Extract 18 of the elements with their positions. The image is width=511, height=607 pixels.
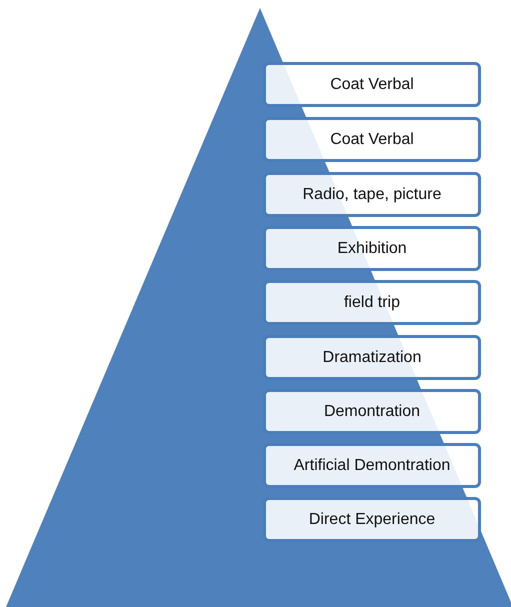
level-box (263, 389, 481, 434)
level-label: Dramatization (322, 348, 422, 366)
level-box (263, 172, 481, 217)
level-box (263, 117, 481, 162)
level-label: Coat Verbal (330, 76, 414, 94)
level-label: Artificial Demontration (294, 456, 450, 474)
level-box (263, 62, 481, 107)
level-box (263, 443, 481, 488)
level-box (263, 226, 481, 271)
level-label: Direct Experience (308, 510, 436, 528)
level-label: Radio, tape, picture (302, 186, 442, 204)
level-box (263, 280, 481, 325)
level-box (263, 497, 481, 542)
level-label: Coat Verbal (330, 130, 414, 148)
level-label: Demontration (324, 402, 420, 420)
level-label: field trip (344, 294, 400, 312)
level-label: Exhibition (337, 240, 407, 258)
level-box (263, 335, 481, 380)
